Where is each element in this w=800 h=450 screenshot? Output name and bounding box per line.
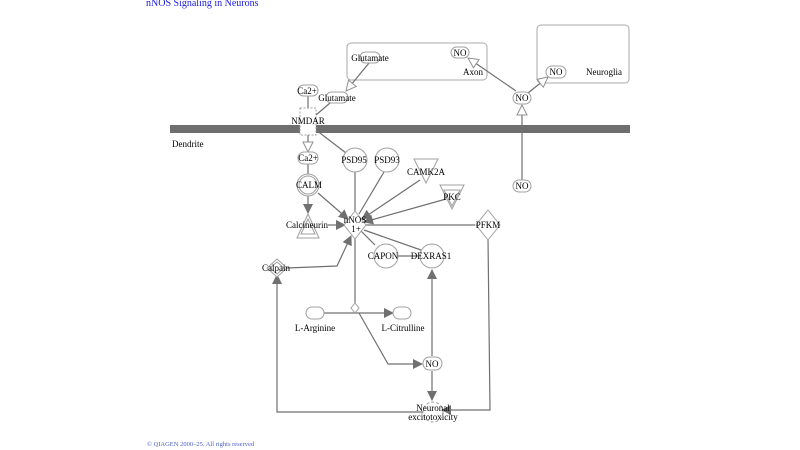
label-calm: CALM [296,180,322,190]
edge-glutamate-nmdar [315,102,331,116]
label-glutamate-axon: Glutamate [351,53,389,63]
pkc-node-inner [443,189,461,208]
axon-compartment [346,42,488,81]
edge-pfkm-excito [441,237,491,415]
label-psd93: PSD93 [374,155,400,165]
membrane-bar [170,125,630,133]
ca2-top-node[interactable] [297,84,319,97]
l-citrulline-node[interactable] [392,306,412,320]
label-calpain: Calpain [262,263,290,273]
label-dexras1: DEXRAS1 [411,251,452,261]
psd93-node[interactable] [374,147,400,173]
label-capon: CAPON [368,251,399,261]
label-nnos-2: 1+ [351,224,361,234]
edge-nomid-noaxon [468,58,517,92]
label-nmdar: NMDAR [291,116,325,126]
label-excitotoxicity-1: Neuronal [416,403,450,413]
label-ca2: Ca2+ [298,153,318,163]
compartment-label-dendrite: Dendrite [172,139,204,149]
edge-nnos-capon [360,230,376,246]
label-camk2a: CAMK2A [407,167,446,177]
compartment-label-neuroglia: Neuroglia [586,67,622,77]
label-no-dendrite: NO [516,181,529,191]
edge-camk2a-nnos [361,179,421,220]
edge-psd93-nnos [358,171,385,215]
label-l-citrulline: L-Citrulline [382,323,425,333]
edge-reaction-no [358,312,423,369]
ca2-node[interactable] [297,151,319,165]
label-ca2-top: Ca2+ [297,86,317,96]
dexras1-node[interactable] [419,243,445,269]
glutamate-axon-node[interactable] [359,51,381,64]
label-no-axon: NO [454,48,467,58]
nmdar-node[interactable] [299,107,317,136]
reaction-node [350,302,360,314]
edge-nomid-noglia [527,77,548,94]
calcineurin-node-inner [300,217,316,235]
glutamate-node[interactable] [325,91,349,104]
no-bottom-node[interactable] [422,356,443,371]
neuroglia-compartment [536,24,630,84]
label-pkc: PKC [443,192,461,202]
no-dendrite-node[interactable] [512,179,532,193]
edge-calpain-nnos [286,235,352,269]
no-axon-node[interactable] [450,46,470,59]
no-neuroglia-node[interactable] [545,65,567,79]
label-glutamate: Glutamate [318,93,356,103]
pfkm-node[interactable] [475,209,501,241]
edge-nmdar-psd95 [315,129,347,154]
label-psd95: PSD95 [341,155,367,165]
page-title[interactable]: nNOS Signaling in Neurons [146,0,259,9]
edge-calm-nnos [317,192,349,220]
edge-excito-calpain [272,274,426,413]
calpain-node-inner [269,261,285,275]
nnos-node[interactable] [343,210,367,240]
excitotoxicity-node[interactable] [422,401,444,423]
label-nnos: nNOS [344,215,367,225]
label-l-arginine: L-Arginine [295,323,335,333]
l-arginine-node[interactable] [305,306,325,320]
capon-node[interactable] [373,243,399,269]
edge-pkc-nnos [363,198,447,225]
label-pfkm: PFKM [476,220,501,230]
label-excitotoxicity-2: excitotoxicity [408,412,458,422]
no-mid-node[interactable] [512,91,532,105]
copyright-text: © QIAGEN 2000–25. All rights reserved [147,441,255,448]
label-no-bottom: NO [426,359,439,369]
label-no-neuroglia: NO [550,67,563,77]
psd95-node[interactable] [342,147,368,173]
label-calcineurin: Calcineurin [286,220,328,230]
calm-node-inner [298,175,318,195]
label-no-mid: NO [516,93,529,103]
edge-nnos-dexras1 [363,229,422,251]
camk2a-node[interactable] [413,158,439,185]
compartment-label-axon: Axon [463,67,483,77]
edge-glutamate-glutamate [346,62,370,91]
